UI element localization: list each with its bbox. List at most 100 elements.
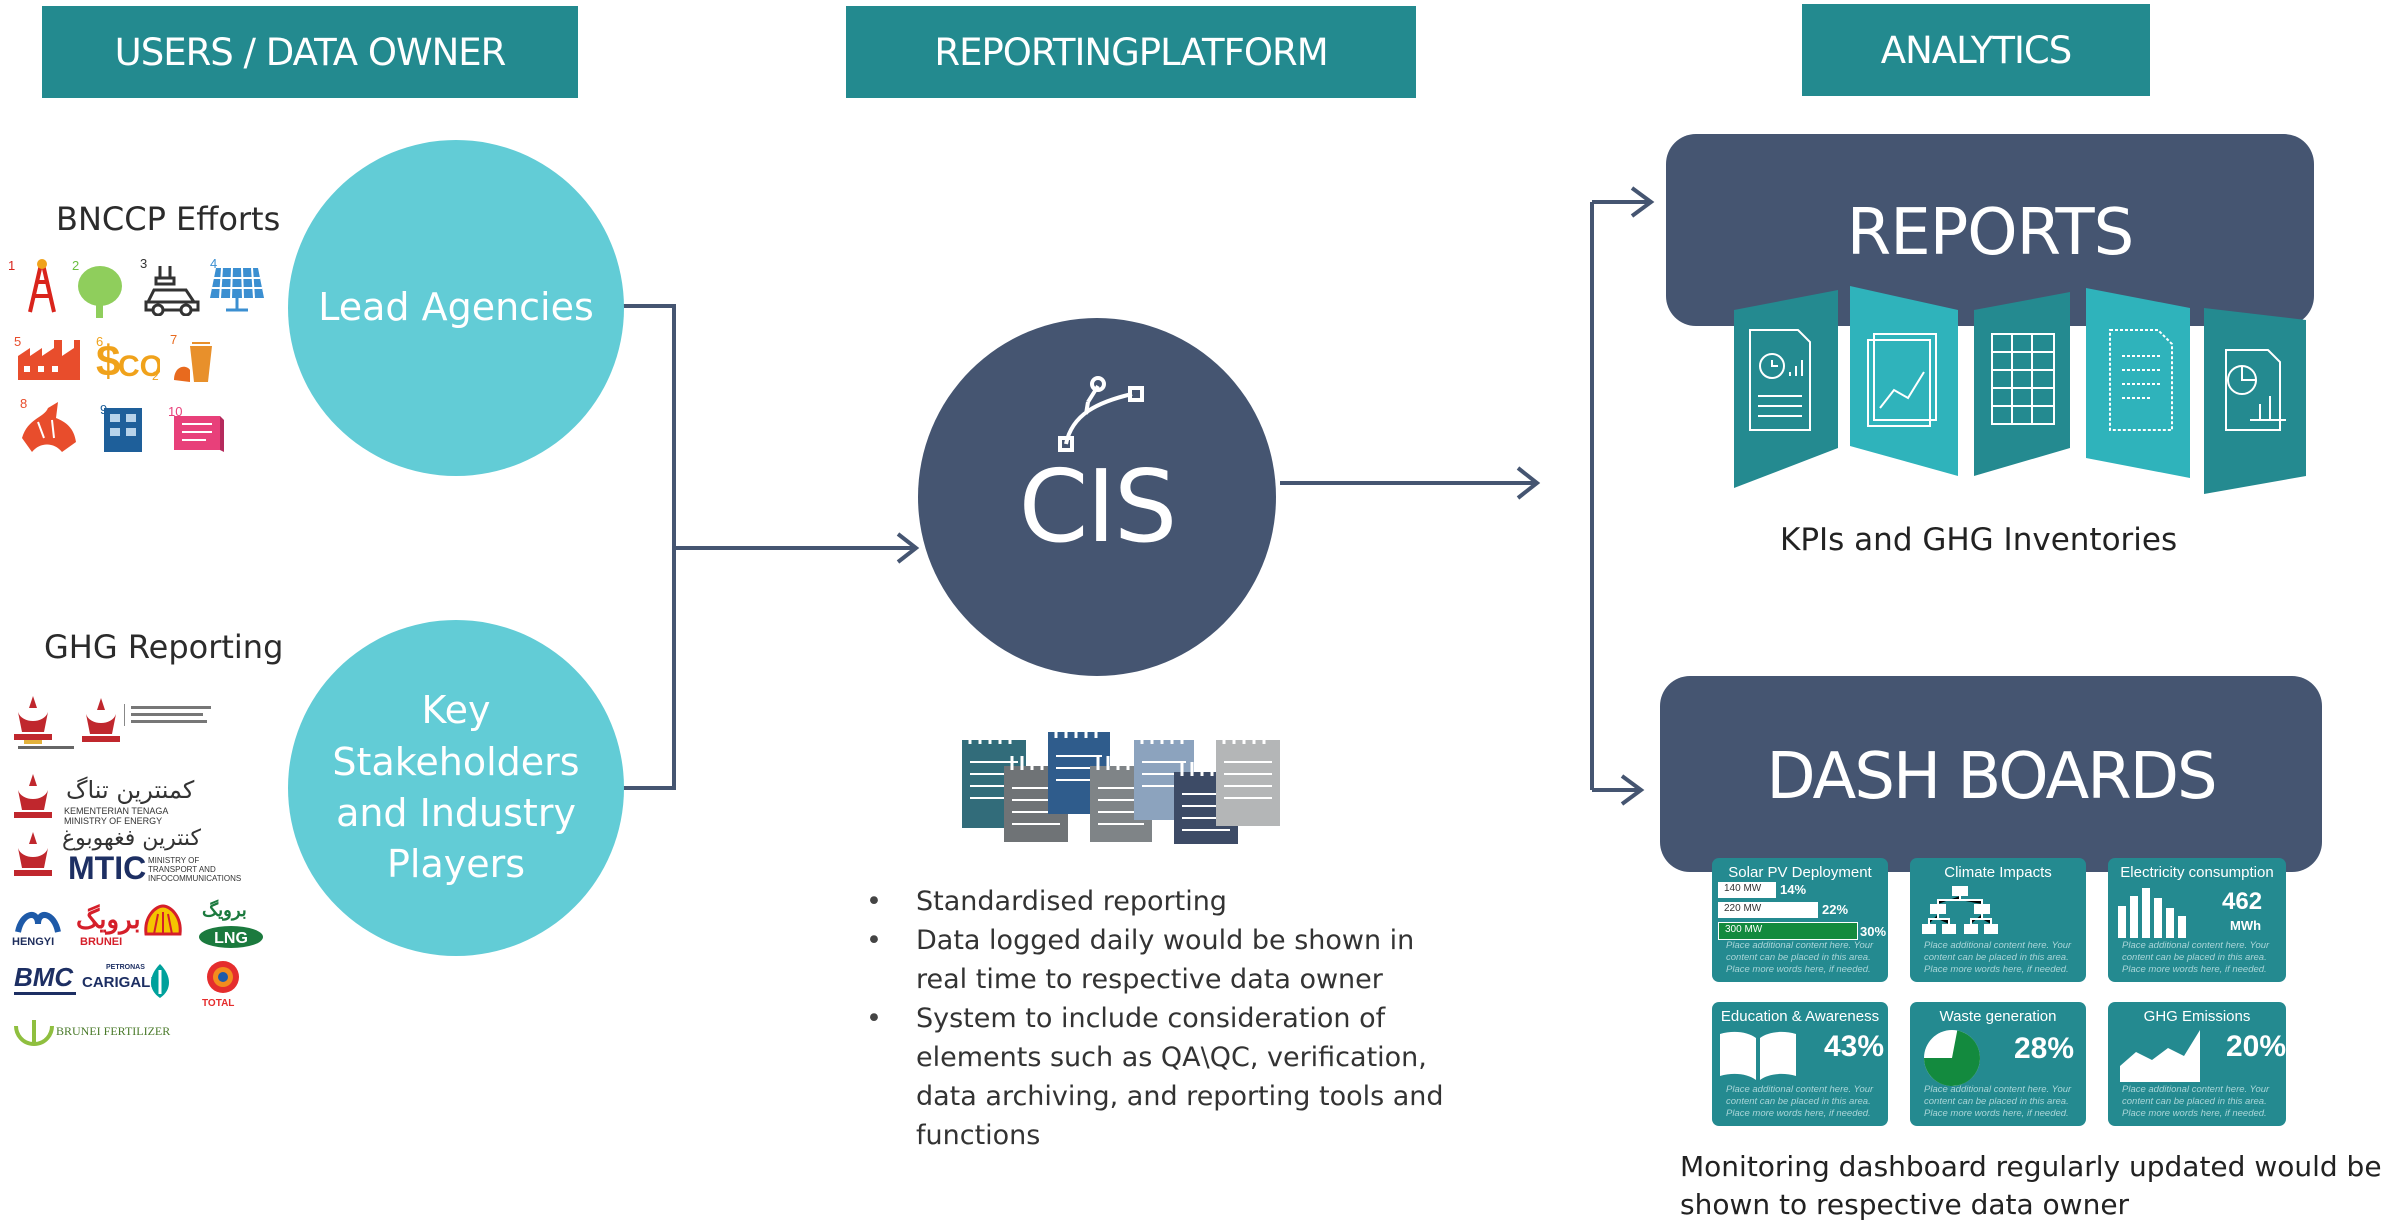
reports-title: REPORTS [1846, 196, 2134, 270]
lead-agencies-label: Lead Agencies [318, 285, 594, 330]
header-platform: REPORTINGPLATFORM [846, 6, 1416, 98]
lng-text: LNG [214, 930, 248, 947]
bar-chart-icon [2118, 888, 2186, 938]
bnccp-title: BNCCP Efforts [56, 200, 281, 238]
climate-impacts-tile: Climate Impacts Place additional content… [1910, 858, 2086, 982]
header-analytics: ANALYTICS [1802, 4, 2150, 96]
carbon-price-icon: $CO2 [96, 337, 160, 386]
header-users: USERS / DATA OWNER [42, 6, 578, 98]
effort-number: 8 [20, 396, 28, 411]
cis-circle: CIS [918, 318, 1276, 676]
petronas-logo-icon [151, 964, 169, 998]
ghg-logos: ﻛﻤﻨﺘﺮﻳﻦ ﺗﻨﺎﮒ KEMENTERIAN TENAGA MINISTRY… [6, 690, 276, 1050]
reports-caption: KPIs and GHG Inventories [1780, 522, 2178, 558]
solar-bar-pct: 22% [1822, 902, 1849, 917]
effort-number: 1 [8, 258, 16, 273]
brunei-crest-icon [14, 696, 52, 744]
effort-number: 5 [14, 334, 22, 349]
solar-bar-pct: 14% [1780, 882, 1807, 897]
bullet-item: System to include consideration of eleme… [866, 999, 1456, 1155]
tile-placeholder-text: Place additional content here. Your cont… [2122, 940, 2270, 976]
ghg-emissions-tile: GHG Emissions 20% Place additional conte… [2108, 1002, 2286, 1126]
bullet-item: Data logged daily would be shown in real… [866, 921, 1456, 999]
tile-title: Climate Impacts [1944, 864, 2052, 881]
report-card [1850, 286, 1958, 476]
reports-panel: REPORTS [1666, 134, 2314, 326]
lead-agencies-circle: Lead Agencies [288, 140, 624, 476]
tile-title: Education & Awareness [1720, 1008, 1880, 1025]
tile-title: Solar PV Deployment [1728, 864, 1872, 881]
solar-bar-label: 140 MW [1724, 883, 1762, 894]
solar-panel-icon [210, 267, 264, 312]
brunei-crest-icon [82, 698, 120, 742]
key-stakeholders-circle: Key Stakeholders and Industry Players [288, 620, 624, 956]
report-card [1734, 290, 1838, 488]
solar-bar-row: 300 MW [1718, 922, 1858, 940]
report-card [1974, 292, 2070, 476]
tile-title: Electricity consumption [2120, 864, 2274, 881]
brunei-crest-icon [14, 832, 52, 876]
waste-tile: Waste generation 28% Place additional co… [1910, 1002, 2086, 1126]
electricity-tile: Electricity consumption 462 MWh Place ad… [2108, 858, 2286, 982]
hengyi-text: HENGYI [12, 936, 55, 948]
solar-bar-label: 300 MW [1725, 924, 1763, 935]
effort-number: 3 [140, 256, 148, 271]
tree-icon [78, 266, 122, 318]
effort-number: 6 [96, 334, 104, 349]
open-book-icon [1720, 1031, 1796, 1080]
tile-placeholder-text: Place additional content here. Your cont… [1924, 1084, 2072, 1120]
waste-pie-slice [1924, 1030, 1980, 1086]
bullet-item: Standardised reporting [866, 882, 1456, 921]
bmc-underline [14, 992, 76, 995]
tile-placeholder-text: Place additional content here. Your cont… [1924, 940, 2072, 976]
waste-bin-icon [174, 342, 212, 382]
svg-text:2: 2 [152, 369, 159, 383]
education-value: 43% [1824, 1030, 1885, 1063]
oil-rig-icon [28, 259, 56, 313]
solar-bar-row: 220 MW [1718, 902, 1818, 918]
total-text: TOTAL [202, 998, 235, 1009]
factory-icon [18, 340, 80, 380]
flood-map-icon [22, 402, 76, 452]
notepad-icon [1216, 730, 1280, 826]
effort-number: 4 [210, 256, 218, 271]
mtic-jawi-text: ﻛﻨﺘﺮﻳﻦ ﻓﻐﻬﻮﺑﻮغ [62, 826, 202, 851]
dashboards-title: DASH BOARDS [1766, 740, 2217, 814]
total-logo-icon [207, 961, 239, 993]
electricity-unit: MWh [2230, 918, 2262, 933]
tile-title: Waste generation [1939, 1008, 2057, 1025]
mtic-subtext: MINISTRY OF TRANSPORT AND INFOCOMMUNICAT… [148, 856, 242, 883]
waste-value: 28% [2014, 1032, 2075, 1065]
svg-text:CO: CO [118, 350, 160, 383]
jawi-text [18, 746, 74, 749]
key-stakeholders-label: Key Stakeholders and Industry Players [332, 688, 580, 887]
solar-bar-row: 140 MW [1718, 882, 1776, 898]
ministry-text-lines [124, 704, 215, 726]
ghg-title: GHG Reporting [44, 628, 284, 666]
fertilizer-text: BRUNEI FERTILIZER [56, 1024, 171, 1038]
notepads-illustration [962, 724, 1280, 844]
effort-number: 10 [168, 404, 183, 419]
svg-text:$: $ [96, 337, 120, 386]
org-chart-icon [1922, 886, 1998, 934]
petronas-text: PETRONAS [106, 964, 145, 971]
building-icon [104, 408, 142, 452]
book-icon [174, 416, 224, 452]
effort-number: 2 [72, 258, 80, 273]
line-chart-doc-icon [1867, 333, 1937, 427]
solar-pv-tile: Solar PV Deployment 140 MW 14% 220 MW 22… [1712, 858, 1888, 982]
pie-chart-doc-icon [2225, 349, 2286, 431]
area-chart-icon [2120, 1030, 2200, 1082]
tile-placeholder-text: Place additional content here. Your cont… [1726, 1084, 1874, 1120]
energy-jawi-text: ﻛﻤﻨﺘﺮﻳﻦ ﺗﻨﺎﮒ [66, 776, 195, 804]
report-doc-icon [1749, 329, 1811, 431]
energy-ministry-text: KEMENTERIAN TENAGA MINISTRY OF ENERGY [64, 806, 169, 826]
report-cards [1734, 286, 2306, 494]
electricity-value: 462 [2222, 888, 2263, 915]
dashboards-caption: Monitoring dashboard regularly updated w… [1680, 1150, 2382, 1221]
platform-bullet-list: Standardised reporting Data logged daily… [866, 882, 1456, 1155]
network-icon [1058, 376, 1144, 452]
tile-placeholder-text: Place additional content here. Your cont… [1726, 940, 1874, 976]
